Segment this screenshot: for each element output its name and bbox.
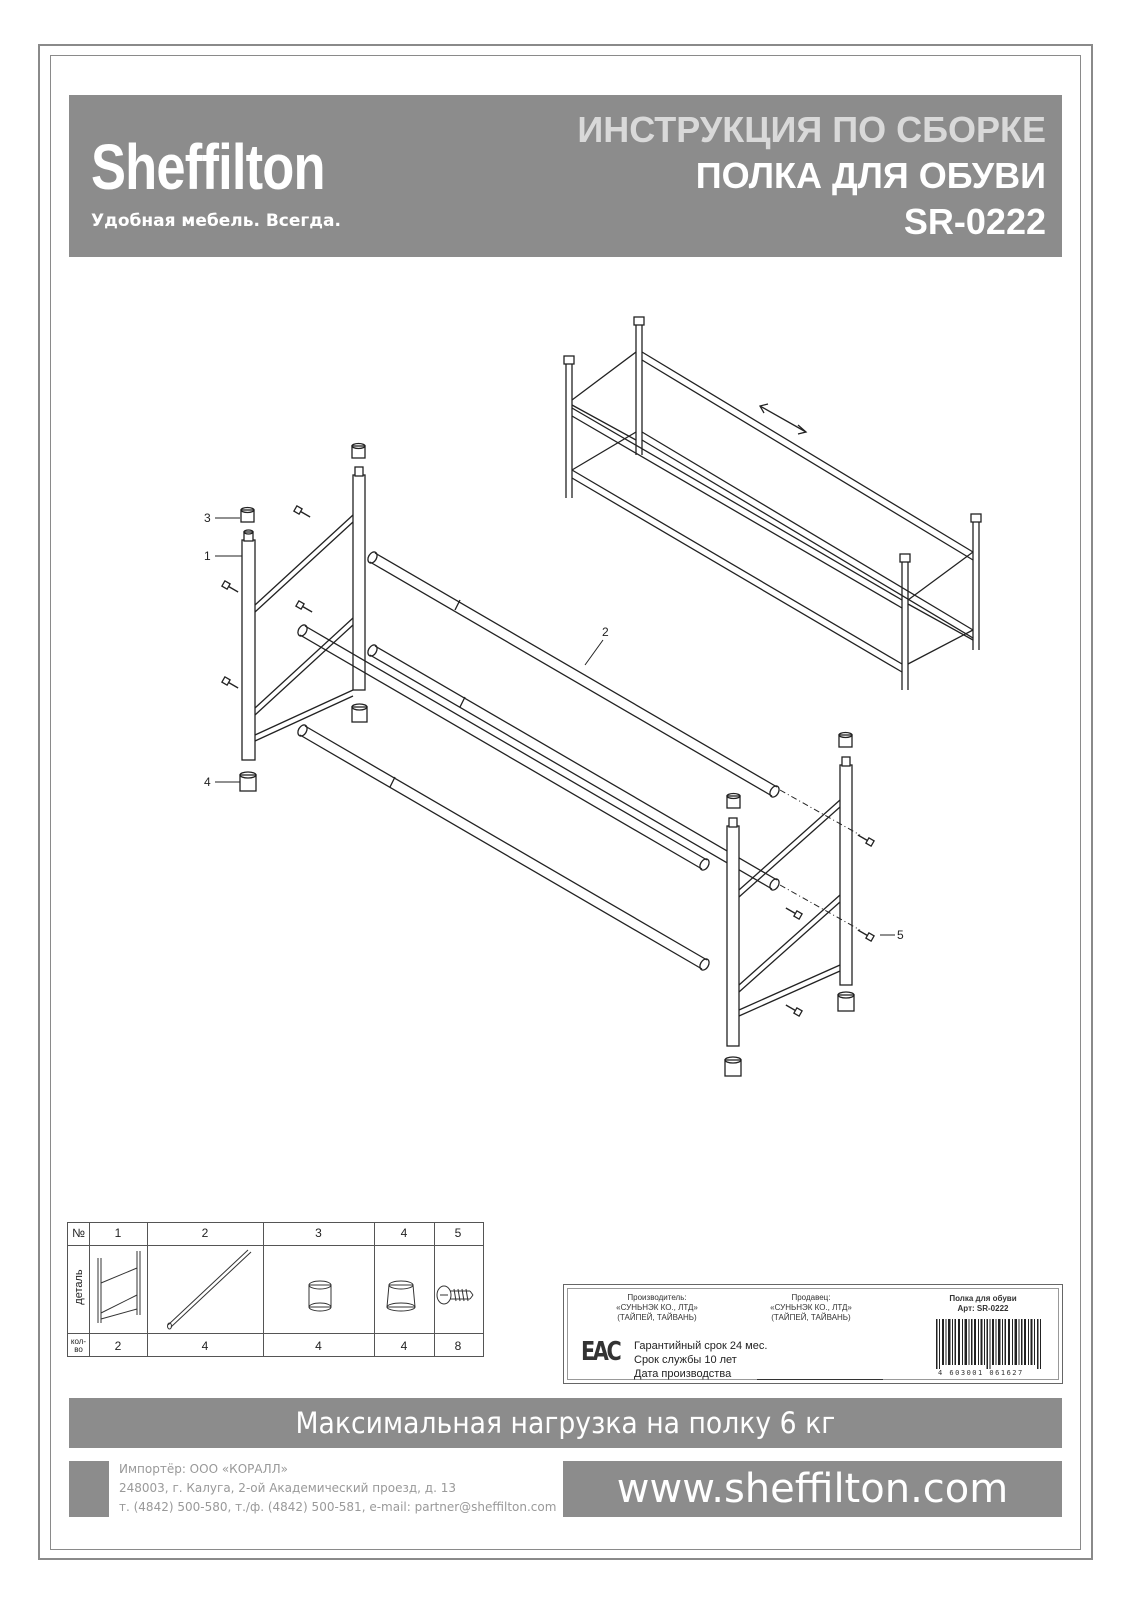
part-no-5: 5 [454, 1226, 462, 1240]
brand-slogan: Удобная мебель. Всегда. [91, 211, 341, 231]
rods [297, 551, 780, 971]
part-qty-2: 4 [201, 1339, 209, 1353]
table-no-header: № [72, 1226, 85, 1240]
barcode [936, 1319, 1041, 1369]
part-no-3: 3 [315, 1226, 322, 1240]
foot-icon [386, 1280, 416, 1312]
part-qty-3: 4 [315, 1339, 322, 1353]
label-article: Арт: SR-0222 [957, 1304, 1009, 1313]
footer-square [69, 1461, 109, 1517]
product-title: ПОЛКА ДЛЯ ОБУВИ [695, 155, 1046, 196]
callout-1: 1 [204, 549, 211, 563]
production-date-text: Дата производства [634, 1368, 732, 1380]
doc-title: ИНСТРУКЦИЯ ПО СБОРКЕ [577, 109, 1046, 150]
callout-4: 4 [204, 775, 211, 789]
manufacturer-place: (ТАЙПЕЙ, ТАЙВАНЬ) [617, 1313, 697, 1322]
cap-icon [308, 1280, 332, 1312]
importer-line-3: т. (4842) 500-580, т./ф. (4842) 500-581,… [119, 1500, 557, 1514]
part-qty-4: 4 [400, 1339, 408, 1353]
outer-frame [38, 44, 1093, 1560]
production-date-line [757, 1379, 883, 1380]
max-load-text: Максимальная нагрузка на полку 6 кг [295, 1406, 836, 1440]
screw-icon [436, 1285, 474, 1305]
parts-icons [97, 1249, 474, 1330]
part-qty-1: 2 [114, 1339, 122, 1353]
importer-line-1: Импортёр: ООО «КОРАЛЛ» [119, 1462, 288, 1476]
rod-icon [167, 1249, 252, 1330]
exploded-view [215, 442, 895, 1077]
importer-line-2: 248003, г. Калуга, 2-ой Академический пр… [119, 1481, 456, 1495]
part-qty-5: 8 [454, 1339, 462, 1353]
importer-info: Импортёр: ООО «КОРАЛЛ» 248003, г. Калуга… [119, 1460, 556, 1517]
table-qty-label-top: кол- [70, 1337, 87, 1346]
eac-mark: ЕАС [581, 1337, 622, 1367]
max-load-banner: Максимальная нагрузка на полку 6 кг [69, 1398, 1062, 1448]
assembled-view [563, 316, 982, 690]
website-link[interactable]: www.sheffilton.com [563, 1461, 1062, 1517]
callout-5: 5 [897, 928, 904, 942]
table-qty-label-bottom: во [74, 1345, 83, 1354]
callout-2: 2 [602, 625, 609, 639]
inner-frame [50, 55, 1081, 1550]
parts-table: № деталь кол- во 1 2 3 4 5 2 4 4 4 8 [67, 1222, 484, 1357]
product-code: SR-0222 [903, 201, 1046, 242]
warranty-text: Гарантийный срок 24 мес. [634, 1340, 768, 1352]
seller-title: Продавец: [791, 1293, 831, 1302]
brand-logo: Sheffilton [91, 131, 326, 203]
manufacturer-name: «СУНЬНЭК КО., ЛТД» [616, 1303, 698, 1312]
product-label: Производитель: «СУНЬНЭК КО., ЛТД» (ТАЙПЕ… [563, 1284, 1063, 1384]
label-product-name: Полка для обуви [949, 1294, 1017, 1303]
seller-name: «СУНЬНЭК КО., ЛТД» [770, 1303, 852, 1312]
part-no-2: 2 [201, 1226, 209, 1240]
side-frame-icon [97, 1251, 141, 1323]
part-no-1: 1 [114, 1226, 122, 1240]
part-no-4: 4 [400, 1226, 408, 1240]
barcode-digits: 4 603001 061627 [938, 1369, 1024, 1377]
header-banner: Sheffilton Удобная мебель. Всегда. ИНСТР… [69, 95, 1062, 257]
manufacturer-title: Производитель: [627, 1293, 687, 1302]
service-life-text: Срок службы 10 лет [634, 1354, 737, 1366]
callout-3: 3 [204, 511, 211, 525]
seller-place: (ТАЙПЕЙ, ТАЙВАНЬ) [771, 1313, 851, 1322]
